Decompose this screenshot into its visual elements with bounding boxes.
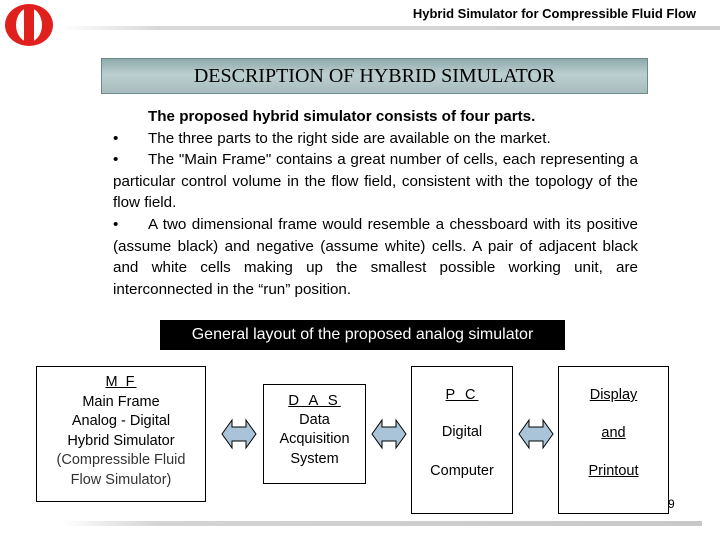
slide-title: DESCRIPTION OF HYBRID SIMULATOR [101, 58, 648, 94]
bullet-text: A two dimensional frame would resemble a… [113, 215, 638, 298]
main-frame-line: (Compressible Fluid [56, 452, 186, 468]
display-line: Printout [588, 463, 639, 479]
main-frame-line: Flow Simulator) [70, 471, 172, 488]
layout-caption-text: General layout of the proposed analog si… [191, 326, 534, 343]
pc-box: P C Digital Computer [411, 366, 513, 514]
double-arrow-icon [518, 418, 554, 450]
main-frame-name: Main Frame [82, 393, 160, 410]
double-arrow-icon [221, 418, 257, 450]
double-arrow-icon [371, 418, 407, 450]
header-divider [60, 26, 720, 30]
footer-divider [62, 521, 702, 526]
layout-caption: General layout of the proposed analog si… [160, 320, 565, 350]
header-title: Hybrid Simulator for Compressible Fluid … [412, 6, 696, 21]
das-line: Data [299, 411, 330, 428]
slide-title-text: DESCRIPTION OF HYBRID SIMULATOR [193, 64, 556, 87]
bullet-marker: • [113, 129, 119, 147]
das-abbr: D A S [288, 392, 341, 409]
page-number: 9 [668, 497, 675, 511]
display-line: Display [589, 387, 638, 403]
das-line: System [290, 450, 339, 467]
display-line: and [601, 425, 626, 441]
das-box: D A S Data Acquisition System [263, 384, 366, 484]
main-frame-line: Hybrid Simulator [67, 432, 175, 449]
bullet-text: The "Main Frame" contains a great number… [113, 151, 638, 212]
display-box: Display and Printout [558, 366, 669, 514]
pc-abbr: P C [445, 387, 479, 403]
bullet-item: •A two dimensional frame would resemble … [113, 214, 638, 300]
bullet-item: • The three parts to the right side are a… [113, 128, 638, 150]
bullet-item: •The "Main Frame" contains a great numbe… [113, 149, 638, 214]
bullet-marker: • [113, 151, 119, 169]
pc-line: Computer [430, 463, 494, 479]
pc-line: Digital [441, 424, 483, 440]
main-frame-line: Analog - Digital [71, 413, 171, 429]
lead-sentence: The proposed hybrid simulator consists o… [148, 108, 536, 125]
bullet-text: The three parts to the right side are av… [148, 129, 551, 147]
description-block: The proposed hybrid simulator consists o… [113, 106, 638, 300]
bullet-marker: • [113, 215, 119, 233]
logo-icon [5, 4, 53, 46]
main-frame-box: M F Main Frame Analog - Digital Hybrid S… [36, 366, 206, 502]
das-line: Acquisition [279, 431, 350, 447]
main-frame-abbr: M F [105, 374, 137, 390]
